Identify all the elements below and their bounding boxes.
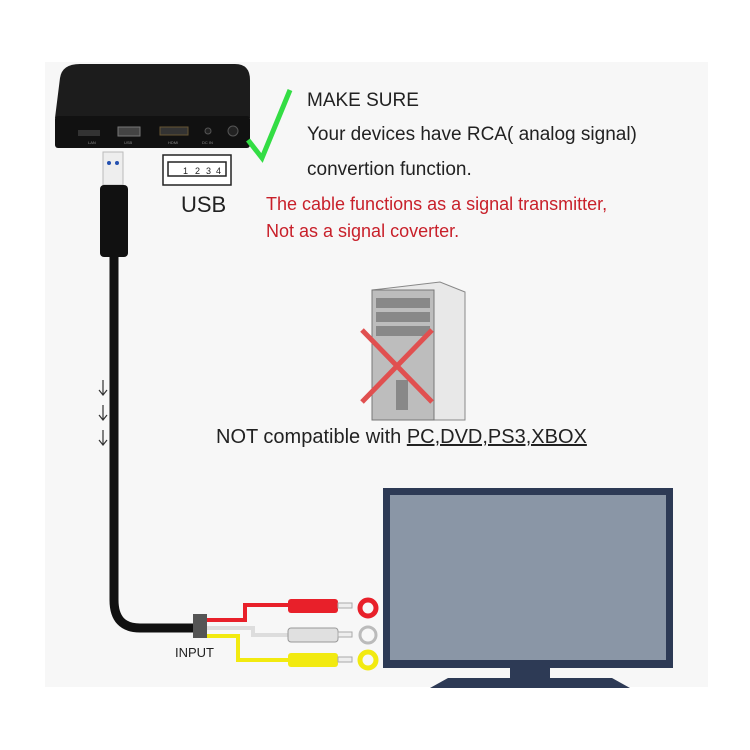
port-label: LAN (88, 140, 96, 145)
usb-port-icon: 1 2 3 4 (162, 154, 232, 186)
port-label: DC IN (202, 140, 213, 145)
warning-line-2: Not as a signal coverter. (266, 221, 460, 241)
input-label: INPUT (175, 645, 214, 660)
usb-rca-cable (100, 151, 379, 671)
port-label: USB (124, 140, 133, 145)
incompatible-devices: PC,DVD,PS3,XBOX (406, 426, 587, 448)
usb-pin: 2 (195, 166, 200, 176)
warning-line-1: The cable functions as a signal transmit… (266, 194, 608, 214)
incompatible-prefix: NOT compatible with (216, 426, 407, 448)
usb-pin: 3 (206, 166, 211, 176)
usb-pin: 1 (183, 166, 188, 176)
usb-label: USB (181, 192, 227, 217)
tv-box-device (55, 64, 250, 148)
pc-tower-crossed-icon (360, 281, 466, 421)
incompatibility-note: NOT compatible with PC,DVD,PS3,XBOX (216, 426, 587, 449)
television-icon (383, 488, 673, 688)
requirement-line-1: Your devices have RCA( analog signal) (307, 124, 637, 145)
requirement-line-2: convertion function. (307, 159, 472, 180)
port-label: HDMI (168, 140, 179, 145)
check-icon (246, 89, 293, 163)
down-arrows-icon (98, 380, 108, 446)
make-sure-heading: MAKE SURE (307, 90, 419, 111)
usb-pin: 4 (216, 166, 221, 176)
